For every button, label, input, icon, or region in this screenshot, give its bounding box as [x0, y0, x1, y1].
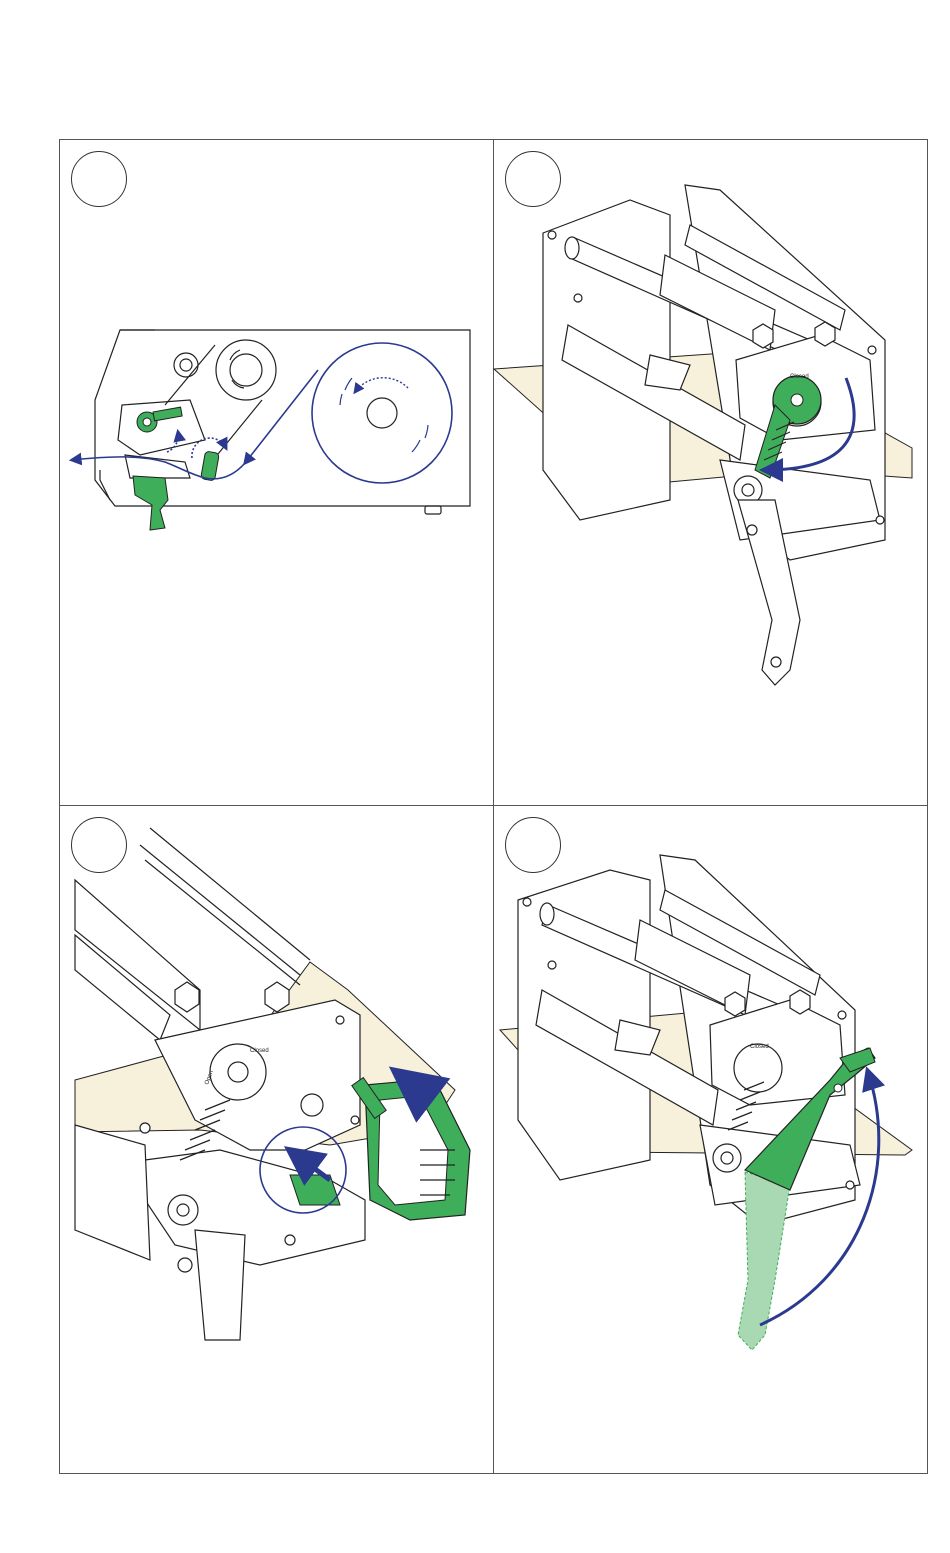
- step-4-knob-label-closed: Closed: [750, 1044, 769, 1050]
- step-4-printer-mechanism: [518, 855, 860, 1225]
- step-4-knob-labels: Closed: [750, 1044, 769, 1050]
- step-2-knob-labels: Closed: [790, 374, 809, 380]
- step-3-knob-label-closed: Closed: [250, 1048, 269, 1054]
- step-2-printer-mechanism: [543, 185, 885, 685]
- step-2-knob-label-closed: Closed: [790, 374, 809, 380]
